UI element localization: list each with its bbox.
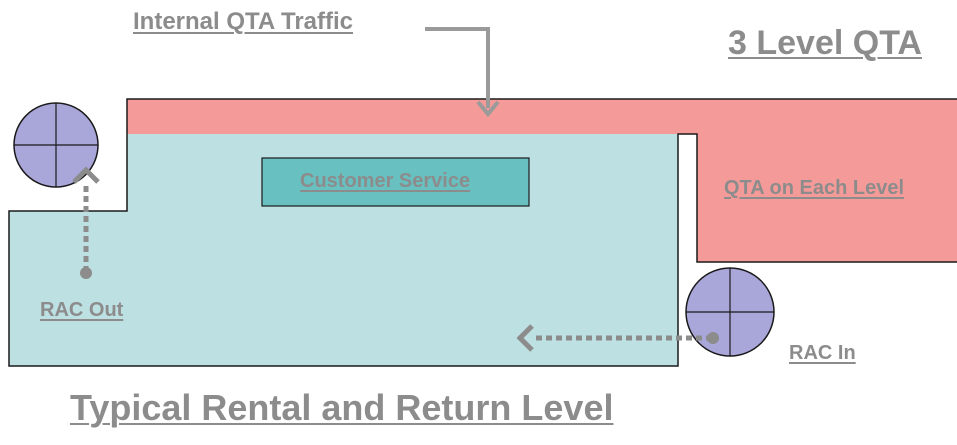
rac-out-arrow-dot [80,267,92,279]
typical-level-title: Typical Rental and Return Level [70,387,614,428]
three-level-qta-title: 3 Level QTA [728,24,922,62]
internal-traffic-arrow-line [425,27,490,108]
internal-traffic-arrowhead [476,100,500,118]
rac-out-arrowhead [72,166,100,184]
internal-qta-traffic-label: Internal QTA Traffic [133,8,354,35]
rac-in-arrowhead [516,324,534,352]
rac-out-label: RAC Out [40,299,124,321]
qta-right-block [697,99,957,262]
rac-in-label: RAC In [789,342,856,364]
rac-in-arrow-dot [707,332,719,344]
building-outline [8,98,957,367]
qta-on-each-level-label: QTA on Each Level [724,177,905,199]
customer-service-label: Customer Service [300,170,471,192]
customer-service-box [261,157,530,207]
